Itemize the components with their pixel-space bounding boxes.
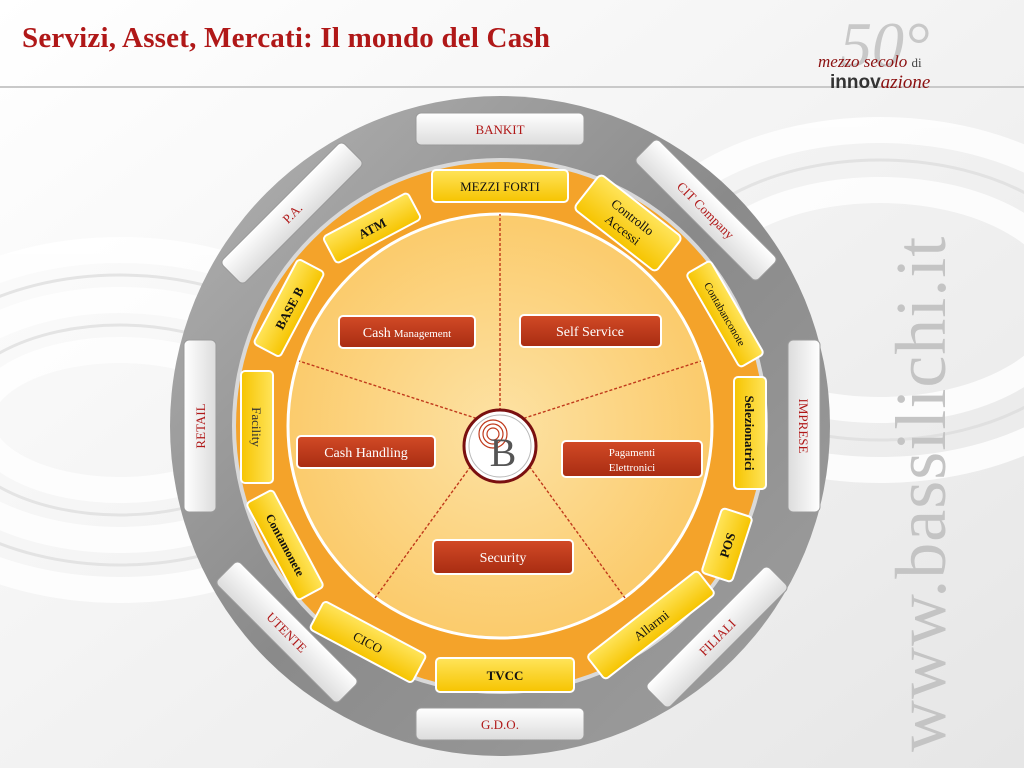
outer-box: [787, 339, 821, 513]
middle-item-cico: CICO: [309, 601, 427, 683]
yellow-box: [587, 570, 715, 680]
outer-item-retail: RETAIL: [183, 339, 217, 513]
outer-item-bankit: BANKIT: [415, 112, 585, 146]
yellow-box: [701, 507, 753, 583]
sector-line: [499, 360, 702, 427]
outer-label-imprese: IMPRESE: [796, 399, 811, 454]
middle-label-tvcc: TVCC: [487, 668, 524, 683]
title-divider: [0, 86, 1024, 88]
yellow-box: [435, 657, 575, 693]
outer-box: [221, 142, 363, 284]
middle-item-tvcc: TVCC: [435, 657, 575, 693]
outer-label-retail: RETAIL: [193, 403, 208, 448]
outer-item-pa: P.A.: [221, 142, 363, 284]
center-logo-letter: B: [490, 430, 517, 475]
logo-tagline-bottom: innovazione: [830, 72, 930, 94]
logo-text-innov: innov: [830, 72, 881, 93]
yellow-box: [253, 258, 325, 358]
outer-box: [183, 339, 217, 513]
service-label-elettronici: Elettronici: [609, 462, 655, 474]
outer-box: [646, 566, 788, 708]
outer-box: [415, 707, 585, 741]
service-label-self-service: Self Service: [556, 325, 624, 340]
middle-label-selezionatrici: Selezionatrici: [742, 395, 757, 470]
service-item-security: Security: [432, 539, 574, 575]
service-item-cash-handling: Cash Handling: [296, 435, 436, 469]
middle-label-mezzi-forti: MEZZI FORTI: [460, 179, 540, 194]
logo-text-mezzo-secolo: mezzo secolo: [818, 52, 908, 71]
service-label-security: Security: [480, 551, 527, 566]
middle-label-facility: Facility: [249, 407, 264, 447]
yellow-box: [309, 601, 427, 683]
red-box: [561, 440, 703, 478]
center-logo-swirl: [478, 419, 508, 449]
logo-text-di: di: [911, 55, 922, 70]
center-logo: B: [462, 408, 538, 484]
middle-item-controllo-accessi: Controllo Accessi: [574, 174, 682, 272]
service-label-pagamenti: Pagamenti: [609, 447, 655, 459]
middle-item-atm: ATM: [322, 192, 422, 264]
yellow-box: [322, 192, 422, 264]
outer-box: [635, 139, 777, 281]
company-logo: 50° mezzo secolo di innovazione: [810, 9, 960, 94]
red-box: [296, 435, 436, 469]
service-item-pagamenti-elettronici: Pagamenti Elettronici: [561, 440, 703, 478]
outer-item-imprese: IMPRESE: [787, 339, 821, 513]
red-box: [432, 539, 574, 575]
yellow-box: [240, 370, 274, 484]
red-box: [519, 314, 662, 348]
yellow-box: [686, 260, 764, 368]
red-box: [338, 315, 476, 349]
yellow-box: [733, 376, 767, 490]
outer-label-gdo: G.D.O.: [481, 717, 519, 732]
sector-line: [298, 360, 501, 427]
service-label-cash: Cash: [363, 326, 391, 341]
logo-tagline-top: mezzo secolo di: [818, 52, 922, 72]
center-logo-inner-ring: [468, 414, 532, 478]
service-item-self-service: Self Service: [519, 314, 662, 348]
outer-box: [216, 561, 358, 703]
logo-text-azione: azione: [880, 72, 931, 93]
yellow-box: [431, 169, 569, 203]
yellow-box: [574, 174, 682, 272]
middle-item-selezionatrici: Selezionatrici: [733, 376, 767, 490]
service-label-management: Management: [394, 328, 451, 340]
middle-item-facility: Facility: [240, 370, 274, 484]
outer-box: [415, 112, 585, 146]
yellow-box: [246, 489, 324, 601]
middle-item-mezzi-forti: MEZZI FORTI: [431, 169, 569, 203]
logo-anniversary-number: 50°: [840, 9, 930, 80]
outer-label-bankit: BANKIT: [475, 122, 524, 137]
middle-label-pos: POS: [716, 531, 738, 560]
middle-item-pos: POS: [701, 507, 753, 583]
outer-item-gdo: G.D.O.: [415, 707, 585, 741]
page-title: Servizi, Asset, Mercati: Il mondo del Ca…: [22, 22, 551, 54]
service-label-cash-handling: Cash Handling: [324, 446, 408, 461]
